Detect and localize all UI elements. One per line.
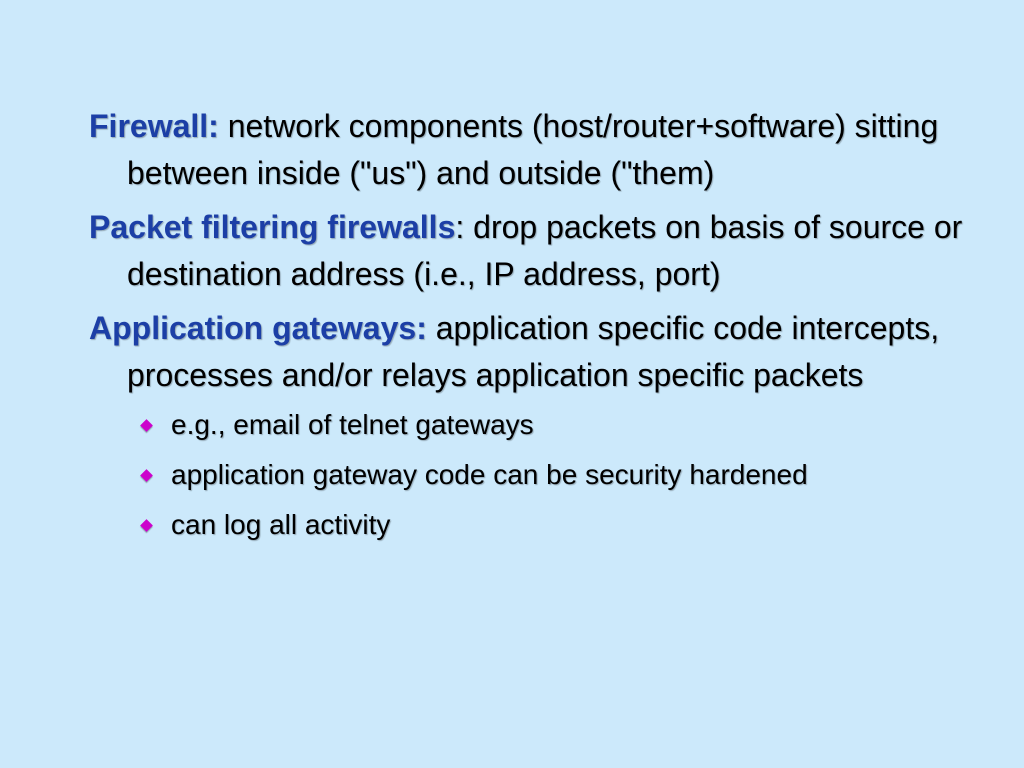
list-item: can log all activity	[89, 506, 969, 544]
list-item-text: application gateway code can be security…	[171, 459, 808, 490]
paragraph-firewall: Firewall: network components (host/route…	[89, 103, 969, 196]
list-item-text: e.g., email of telnet gateways	[171, 409, 534, 440]
paragraph-application-gateways: Application gateways: application specif…	[89, 305, 969, 398]
definition-application-gateways: application specific code intercepts, pr…	[127, 310, 940, 393]
list-item: e.g., email of telnet gateways	[89, 406, 969, 444]
diamond-bullet-icon	[140, 469, 153, 482]
term-packet-filtering: Packet filtering firewalls	[89, 209, 456, 245]
definition-firewall: network components (host/router+software…	[127, 108, 939, 191]
paragraph-packet-filtering: Packet filtering firewalls: drop packets…	[89, 204, 969, 297]
term-firewall: Firewall:	[89, 108, 219, 144]
slide-body: Firewall: network components (host/route…	[89, 103, 969, 556]
diamond-bullet-icon	[140, 419, 153, 432]
sub-bullet-list: e.g., email of telnet gateways applicati…	[89, 406, 969, 544]
term-packet-filtering-colon: :	[455, 209, 465, 245]
diamond-bullet-icon	[140, 519, 153, 532]
term-application-gateways: Application gateways:	[89, 310, 427, 346]
list-item-text: can log all activity	[171, 509, 391, 540]
list-item: application gateway code can be security…	[89, 456, 969, 494]
definition-packet-filtering: drop packets on basis of source or desti…	[127, 209, 963, 292]
